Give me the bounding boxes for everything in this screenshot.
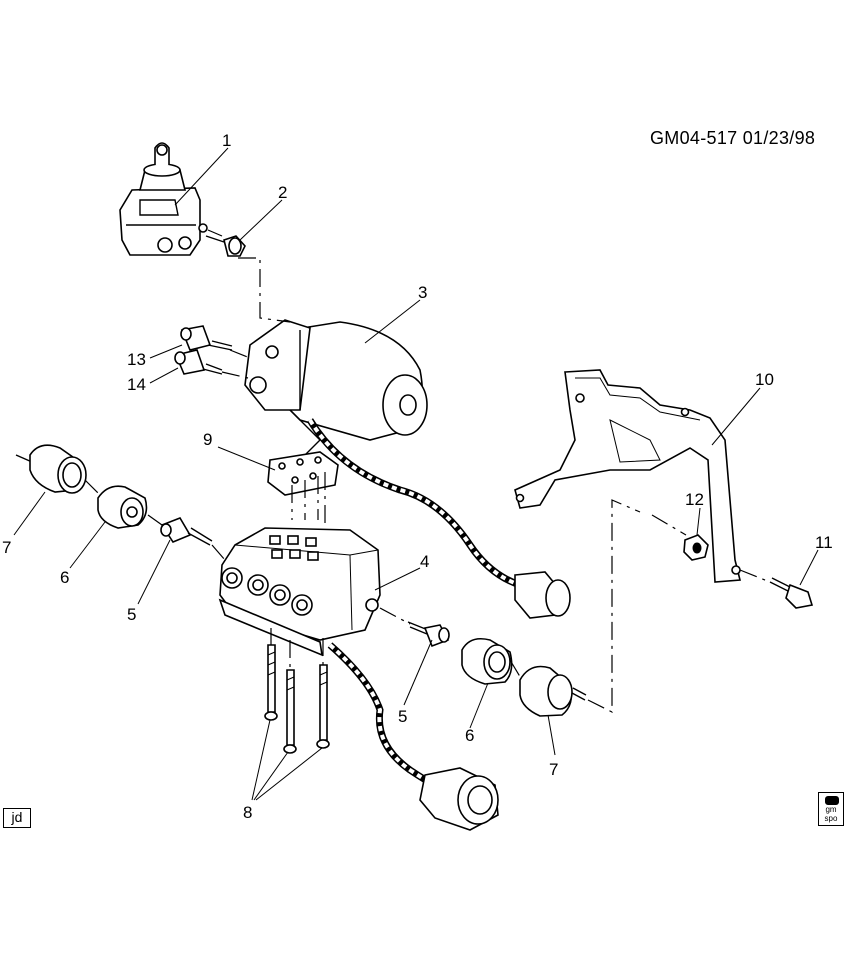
valve-harness: [327, 642, 499, 831]
motor-harness: [306, 418, 571, 619]
stud-5-right-part: [407, 621, 450, 648]
valve-body-part: [218, 527, 381, 657]
motor-pack-part: [244, 319, 428, 456]
gm-spo-logo: gm spo: [818, 792, 844, 826]
bushing-6-left-part: [97, 485, 148, 529]
bolts-8-part: [264, 644, 330, 754]
grommet-part: [205, 235, 246, 257]
callout-4: 4: [420, 552, 429, 571]
callout-5-left: 5: [127, 605, 136, 624]
callout-7-right: 7: [549, 760, 558, 779]
stud-13-part: [180, 325, 233, 351]
plate-9-part: [267, 451, 339, 496]
callout-10: 10: [755, 370, 774, 389]
callout-6-right: 6: [465, 726, 474, 745]
gm-logo-line2: spo: [824, 814, 838, 823]
isolator-7-right-part: [519, 665, 587, 717]
callout-12: 12: [685, 490, 704, 509]
callout-11: 11: [815, 533, 833, 552]
bolt-11-part: [769, 577, 814, 609]
callout-6-left: 6: [60, 568, 69, 587]
callout-9: 9: [203, 430, 212, 449]
stud-5-left-part: [160, 517, 213, 546]
callout-2: 2: [278, 183, 287, 202]
callout-14: 14: [127, 375, 146, 394]
callout-7-left: 7: [2, 538, 11, 557]
callout-5-right: 5: [398, 707, 407, 726]
alignment-lines: [84, 229, 771, 713]
reservoir-part: [119, 142, 208, 256]
callout-1: 1: [222, 131, 231, 150]
callout-numbers: 1 2 3 13 14 10 9 7 6 5 4 12 11 5 6 7 8: [2, 131, 833, 822]
bracket-part: [514, 369, 742, 583]
nut-12-part: [683, 534, 709, 561]
leader-lines: [13, 147, 819, 801]
isolator-7-left-part: [15, 444, 87, 494]
stud-14-part: [174, 349, 223, 375]
callout-8: 8: [243, 803, 252, 822]
diagram-code: GM04-517 01/23/98: [650, 128, 816, 148]
callout-13: 13: [127, 350, 146, 369]
bushing-6-right-part: [461, 637, 513, 685]
jd-stamp: jd: [3, 808, 31, 828]
callout-3: 3: [418, 283, 427, 302]
gm-logo-line1: gm: [825, 805, 837, 814]
